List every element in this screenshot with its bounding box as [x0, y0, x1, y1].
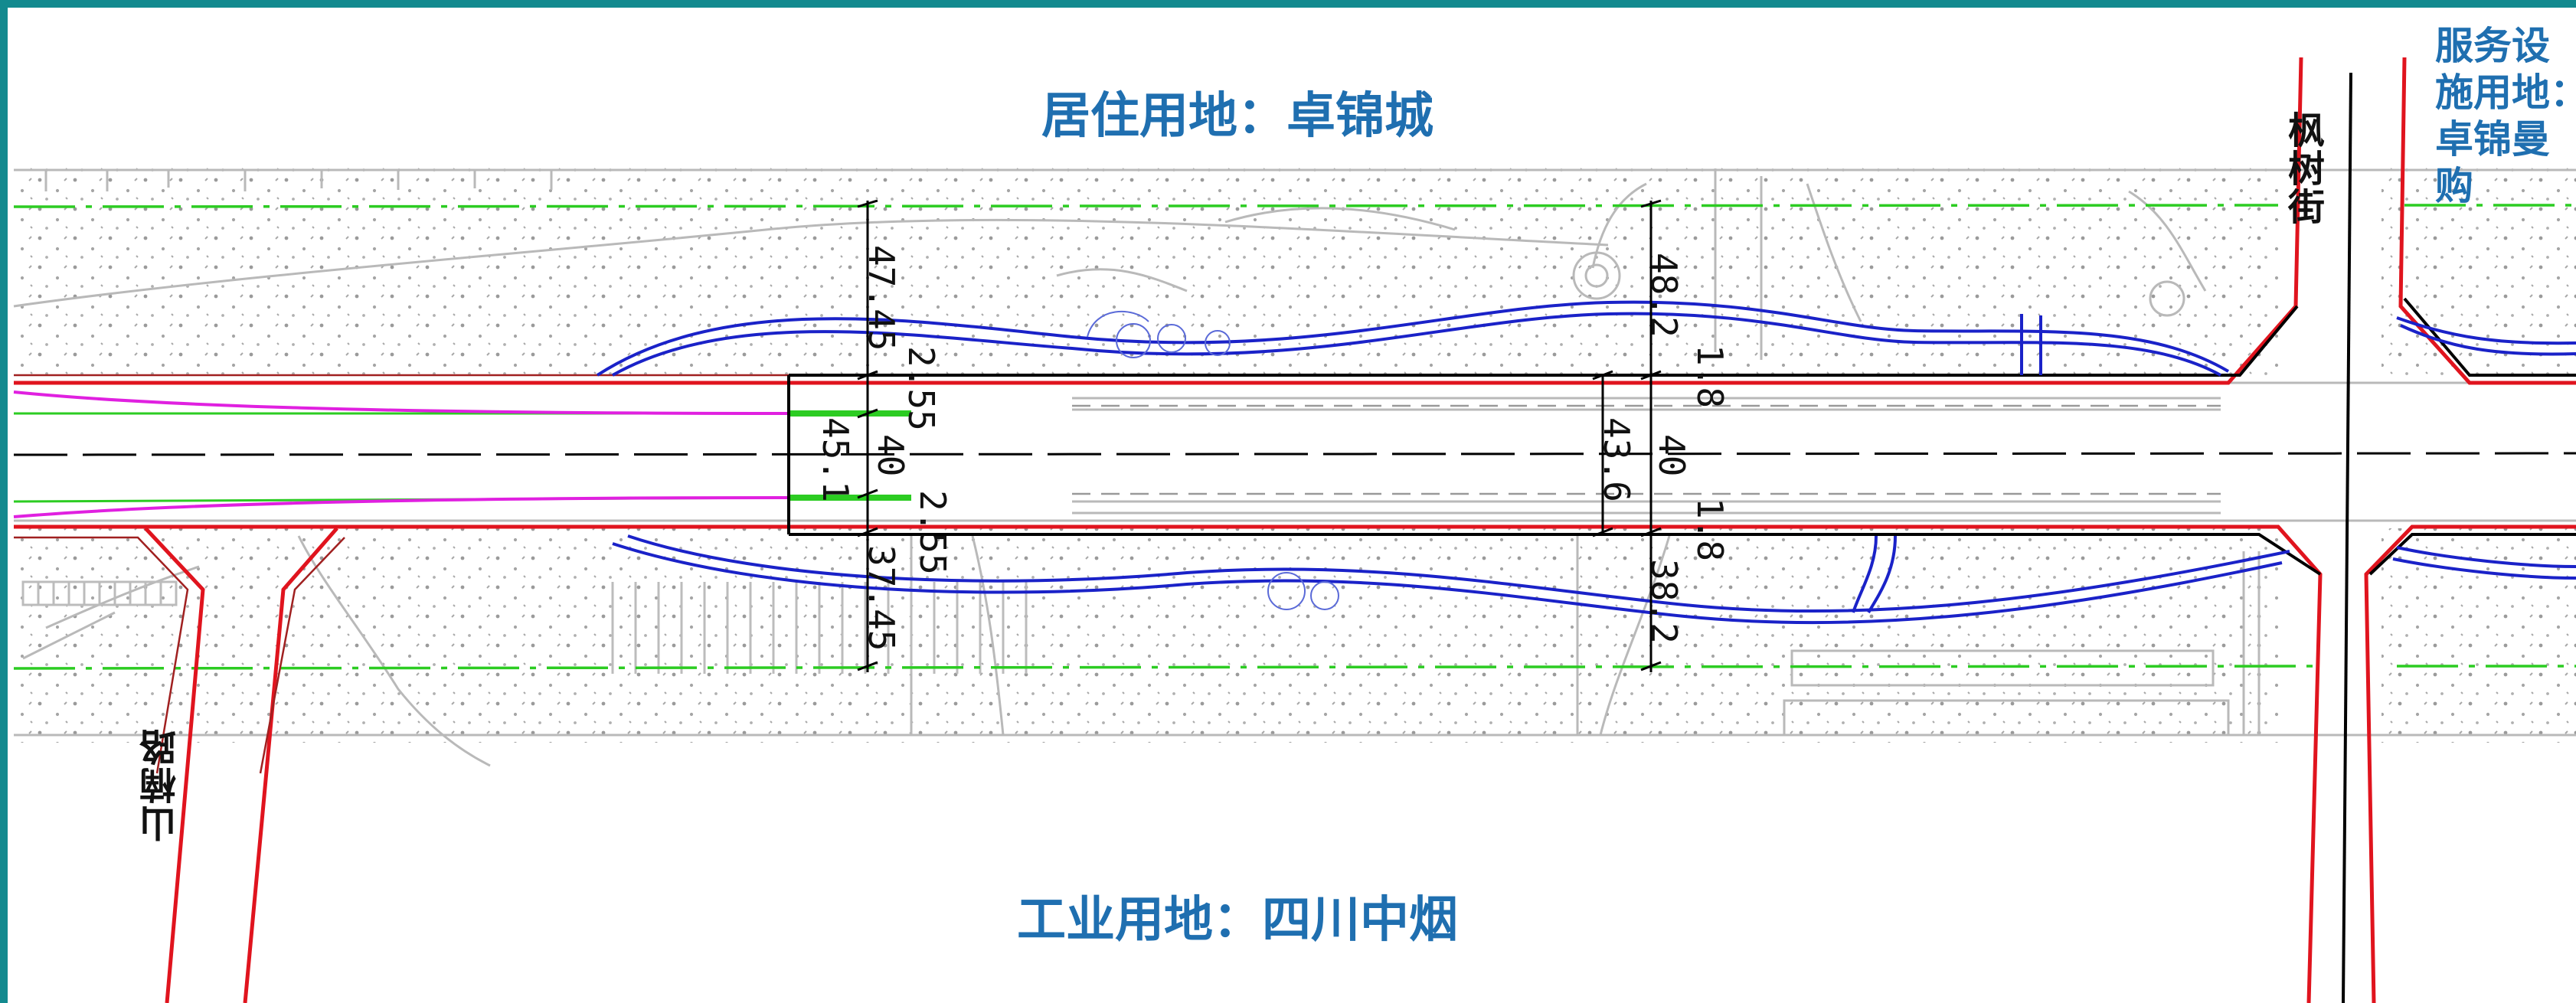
- service-label-line-4: 购: [2435, 164, 2473, 208]
- black-road-outlines: [787, 72, 2576, 1003]
- dim-b-sidewalk-top: 1.8: [1689, 345, 1731, 409]
- dim-a-gap-top: 2.55: [901, 346, 942, 431]
- green-median-markings: [789, 410, 911, 501]
- service-label-line-2: 施用地：: [2435, 70, 2576, 115]
- dim-b-sidewalk-bottom: 1.8: [1689, 498, 1731, 562]
- green-boundary-lines: [13, 204, 2576, 670]
- dim-a-north-total: 47.45: [861, 245, 902, 351]
- magenta-lines: [13, 390, 789, 518]
- residential-land-label: 居住用地：卓锦城: [1041, 88, 1433, 145]
- road-label-fengshu: 枫树街: [2281, 111, 2324, 226]
- landscape-belt-north: [14, 165, 2576, 379]
- dim-b-north-total: 48.2: [1643, 253, 1685, 338]
- landscape-belt-south: [14, 528, 2576, 743]
- dim-a-gap-bottom: 2.55: [912, 490, 953, 575]
- service-label-line-3: 卓锦曼: [2435, 117, 2550, 162]
- dim-b-south-total: 38.2: [1643, 559, 1685, 644]
- dim-a-center-total: 45.1: [815, 417, 856, 502]
- dim-b-center-total: 43.6: [1596, 417, 1637, 502]
- red-road-edges: [14, 57, 2576, 1003]
- center-line: [13, 452, 2576, 456]
- parking-bays: [21, 580, 1028, 674]
- blue-path-features: [1087, 311, 1339, 610]
- service-label-line-1: 服务设: [2435, 24, 2550, 68]
- dimension-lines: [857, 199, 1662, 672]
- green-west-lines: [13, 412, 789, 503]
- blue-pathways: [596, 300, 2576, 625]
- industrial-land-label: 工业用地：四川中烟: [1017, 892, 1458, 949]
- lane-lines: [1072, 404, 2221, 495]
- service-land-label: 服务设 施用地： 卓锦曼 购: [2435, 23, 2576, 210]
- dim-a-carriageway: 40: [870, 434, 911, 477]
- dim-a-south-total: 37.45: [861, 545, 902, 652]
- dim-b-carriageway: 40: [1651, 434, 1692, 477]
- road-label-shannan: 山楠路: [140, 727, 183, 842]
